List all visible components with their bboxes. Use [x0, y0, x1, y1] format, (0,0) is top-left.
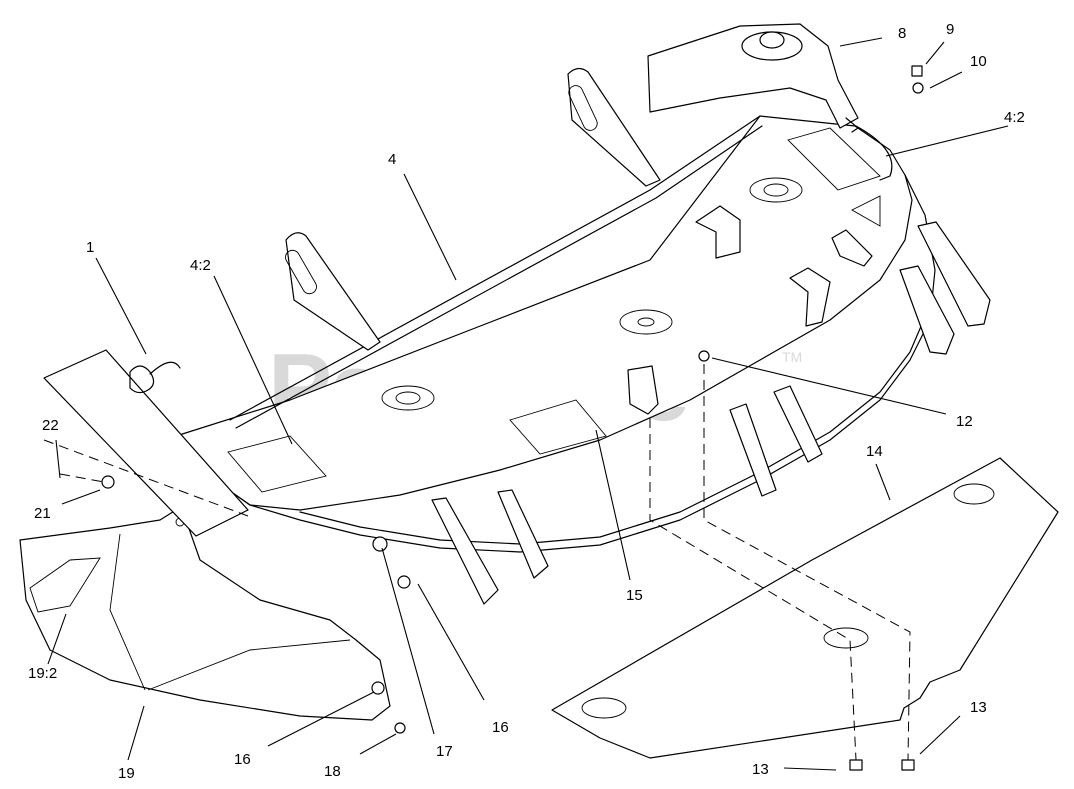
callout-21: 21 — [34, 505, 51, 522]
callout-14: 14 — [866, 443, 883, 460]
callout-15: 15 — [626, 587, 643, 604]
callout-16-bottom: 16 — [234, 751, 251, 768]
callout-4-2-right: 4:2 — [1004, 109, 1025, 126]
callout-19-2: 19:2 — [28, 665, 57, 682]
callout-13-left: 13 — [752, 761, 769, 778]
callout-17: 17 — [436, 743, 453, 760]
watermark-trademark: TM — [782, 349, 802, 365]
discharge-chute — [19, 509, 391, 721]
deck-housing — [175, 67, 991, 605]
callout-4-2-left: 4:2 — [190, 257, 211, 274]
hardware — [43, 65, 924, 771]
callout-1: 1 — [86, 239, 94, 256]
pulley-shield — [647, 23, 859, 133]
assembly-lines — [43, 364, 911, 761]
callout-13-right: 13 — [970, 699, 987, 716]
leader-lines — [47, 37, 1009, 771]
callout-4: 4 — [388, 151, 396, 168]
callout-18: 18 — [324, 763, 341, 780]
callout-labels: 1 4 4:2 4:2 8 9 10 12 14 15 16 16 17 18 … — [28, 21, 1025, 782]
callout-12: 12 — [956, 413, 973, 430]
callout-22: 22 — [42, 417, 59, 434]
callout-8: 8 — [898, 25, 906, 42]
callout-9: 9 — [946, 21, 954, 38]
callout-10: 10 — [970, 53, 987, 70]
callout-16-center: 16 — [492, 719, 509, 736]
belt — [855, 125, 893, 181]
baffle-plate — [551, 457, 1059, 759]
callout-19: 19 — [118, 765, 135, 782]
